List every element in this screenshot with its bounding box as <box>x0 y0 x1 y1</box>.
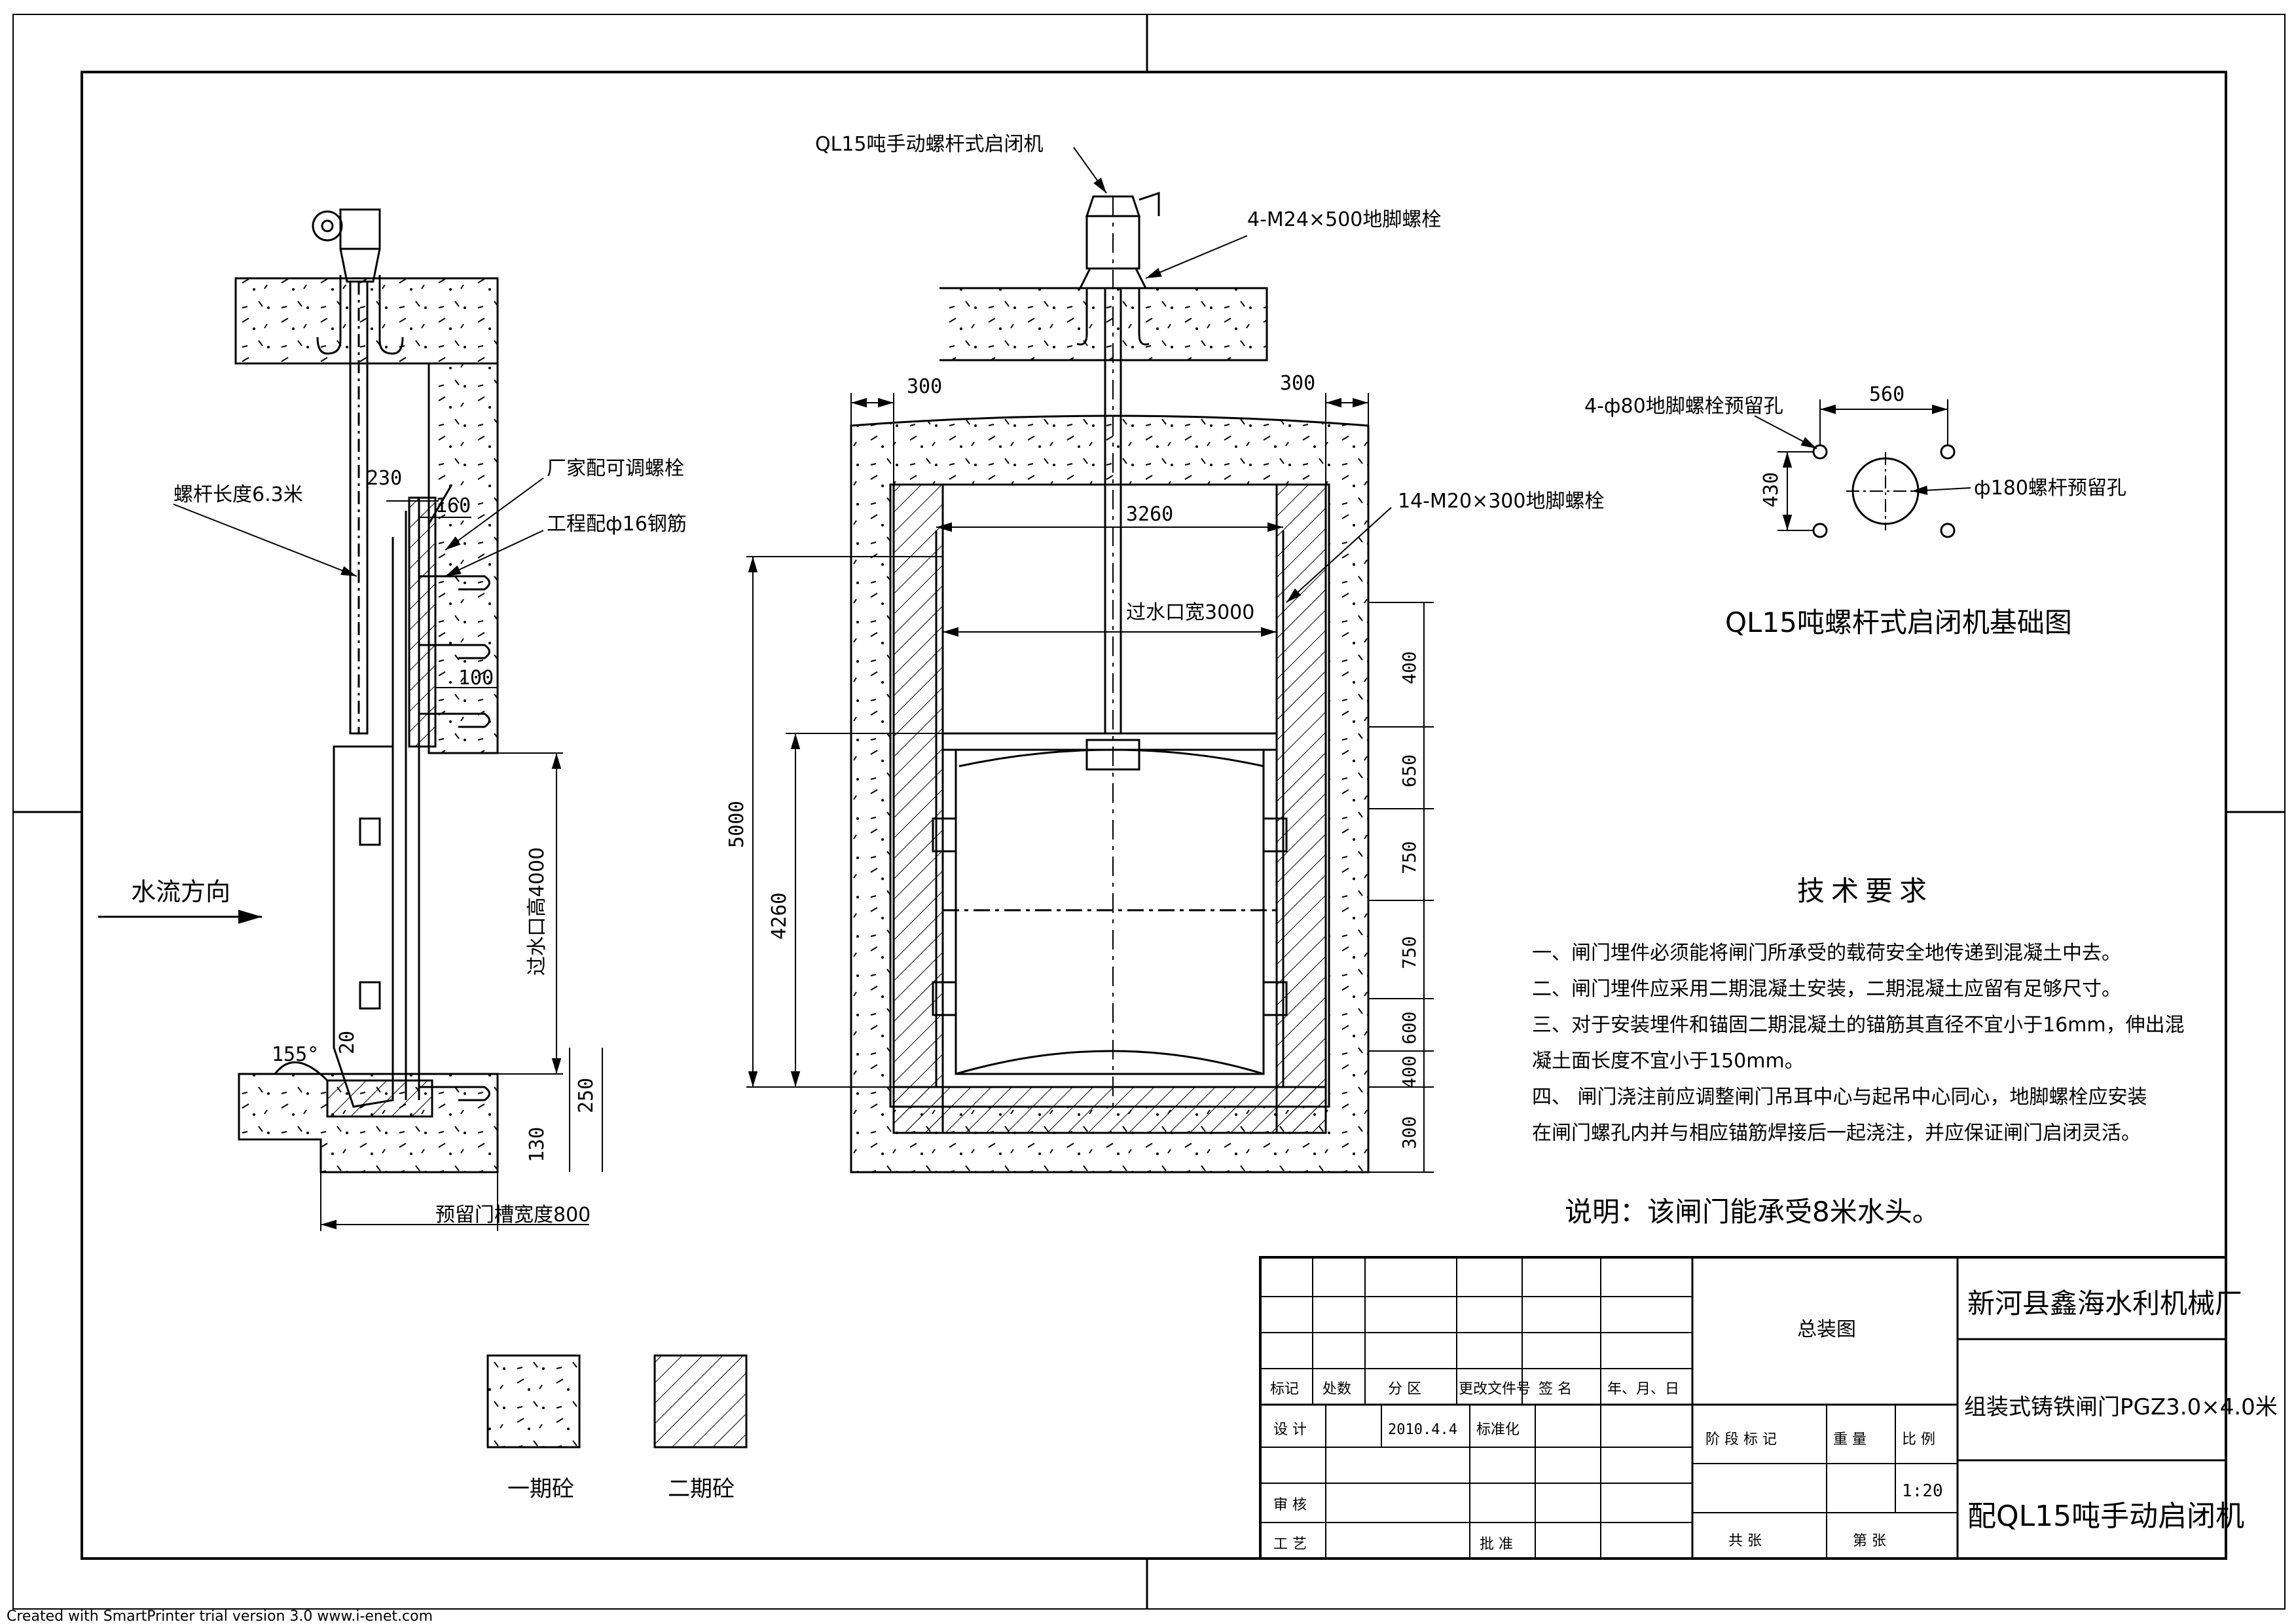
left-section-view <box>234 208 499 1173</box>
design-label: 设 计 <box>1273 1422 1307 1438</box>
requirement-line-3: 三、对于安装埋件和锚固二期混凝土的锚筋其直径不宜小于16mm，伸出混 <box>1532 1014 2185 1037</box>
groove-width-label: 预留门槽宽度800 <box>435 1204 591 1227</box>
hole-180-label: ф180螺杆预留孔 <box>1974 477 2126 500</box>
right-dim-label: 750 <box>1398 841 1420 874</box>
dim-5000: 5000 <box>725 801 748 848</box>
dim-160: 160 <box>435 494 471 517</box>
foundation-title: QL15吨螺杆式启闭机基础图 <box>1725 606 2072 638</box>
dim-100: 100 <box>458 667 494 690</box>
dim-130: 130 <box>526 1127 549 1162</box>
rev-header-date: 年、月、日 <box>1607 1381 1679 1397</box>
right-dim-label: 400 <box>1398 651 1420 684</box>
front-dimensions <box>746 147 1434 1173</box>
title-block <box>1259 1256 2227 1560</box>
drawing-name: 总装图 <box>1797 1318 1856 1341</box>
scale-value: 1:20 <box>1902 1481 1943 1501</box>
design-date: 2010.4.4 <box>1388 1422 1457 1438</box>
front-labels: QL15吨手动螺杆式启闭机 4-M24×500地脚螺栓 300 300 14-M… <box>725 133 1604 1149</box>
requirement-line-2: 二、闸门埋件应采用二期混凝土安装，二期混凝土应留有足够尺寸。 <box>1532 978 2121 1001</box>
foundation-labels: 4-ф80地脚螺栓预留孔 560 430 ф180螺杆预留孔 QL15吨螺杆式启… <box>1584 383 2126 638</box>
holes-80-label: 4-ф80地脚螺栓预留孔 <box>1584 395 1783 418</box>
dim-20: 20 <box>336 1031 359 1054</box>
sheet-number-label: 第 张 <box>1853 1533 1886 1549</box>
dim-3260: 3260 <box>1126 503 1173 526</box>
product-line-2: 配QL15吨手动启闭机 <box>1967 1500 2244 1533</box>
requirement-line-4: 凝土面长度不宜小于150mm。 <box>1532 1050 1804 1073</box>
rev-header-doc: 更改文件号 <box>1459 1381 1531 1397</box>
screw-length-label: 螺杆长度6.3米 <box>173 483 303 506</box>
hoist-label: QL15吨手动螺杆式启闭机 <box>815 133 1044 156</box>
anchor-bolt-m20-label: 14-M20×300地脚螺栓 <box>1398 490 1604 513</box>
right-dimension-stack: 400 650 750 750 600 400 300 <box>1398 651 1420 1149</box>
right-dim-label: 600 <box>1398 1011 1420 1044</box>
requirement-line-5: 四、 闸门浇注前应调整闸门吊耳中心与起吊中心同心，地脚螺栓应安装 <box>1532 1086 2147 1109</box>
foundation-dimensions <box>1754 399 1971 531</box>
sheet-frame <box>12 14 2286 1610</box>
stage-mark-label: 阶 段 标 记 <box>1705 1431 1777 1448</box>
stage1-swatch <box>486 1354 581 1449</box>
right-dim-label: 300 <box>1398 1116 1420 1149</box>
left-labels: 螺杆长度6.3米 230 160 厂家配可调螺栓 工程配ф16钢筋 100 水流… <box>131 457 687 1227</box>
rev-header-sign: 签 名 <box>1539 1381 1572 1397</box>
rev-header-mark: 标记 <box>1270 1381 1299 1397</box>
flow-direction-label: 水流方向 <box>131 877 230 906</box>
requirements-heading: 技术要求 <box>1797 875 1933 907</box>
right-dim-label: 400 <box>1398 1056 1420 1089</box>
rev-header-zone: 分 区 <box>1388 1381 1421 1397</box>
legend <box>486 1354 748 1449</box>
title-block-text: 总装图 新河县鑫海水利机械厂 组装式铸铁闸门PGZ3.0×4.0米 配QL15吨… <box>1270 1287 2278 1553</box>
dim-560: 560 <box>1869 383 1904 406</box>
requirement-line-1: 一、闸门埋件必须能将闸门所承受的载荷安全地传递到混凝土中去。 <box>1532 942 2121 965</box>
dim-230: 230 <box>367 467 402 490</box>
dim-4260: 4260 <box>768 893 791 940</box>
load-note: 说明：该闸门能承受8米水头。 <box>1565 1196 1940 1228</box>
left-dimensions <box>98 477 603 1231</box>
angle-label: 155° <box>272 1043 319 1066</box>
stage1-label: 一期砼 <box>507 1476 574 1502</box>
review-label: 审 核 <box>1273 1497 1307 1513</box>
stage2-label: 二期砼 <box>668 1476 735 1502</box>
dim-250: 250 <box>575 1078 598 1113</box>
dim-300-left: 300 <box>907 375 942 398</box>
anchor-bolt-m24-label: 4-M24×500地脚螺栓 <box>1247 208 1441 231</box>
footer-text: Created with SmartPrinter trial version … <box>7 1608 433 1624</box>
process-label: 工 艺 <box>1273 1536 1307 1553</box>
right-dim-label: 650 <box>1398 754 1420 788</box>
dim-430: 430 <box>1760 472 1783 507</box>
stage2-swatch <box>653 1354 748 1449</box>
opening-width-label: 过水口宽3000 <box>1126 601 1254 624</box>
opening-height-label: 过水口高4000 <box>526 847 549 976</box>
maker-bolt-label: 厂家配可调螺栓 <box>547 457 684 480</box>
rebar-label: 工程配ф16钢筋 <box>547 513 687 536</box>
product-line-1: 组装式铸铁闸门PGZ3.0×4.0米 <box>1964 1394 2278 1420</box>
requirement-line-6: 在闸门螺孔内并与相应锚筋焊接后一起浇注，并应保证闸门启闭灵活。 <box>1532 1122 2141 1145</box>
standardize-label: 标准化 <box>1476 1422 1520 1438</box>
total-sheets-label: 共 张 <box>1728 1533 1762 1549</box>
technical-requirements: 技术要求 一、闸门埋件必须能将闸门所承受的载荷安全地传递到混凝土中去。 二、闸门… <box>1532 875 2185 1228</box>
front-view <box>850 191 1370 1173</box>
weight-label: 重 量 <box>1833 1431 1867 1448</box>
dim-300-right: 300 <box>1280 372 1315 395</box>
company-name: 新河县鑫海水利机械厂 <box>1967 1287 2242 1320</box>
approve-label: 批 准 <box>1480 1536 1513 1553</box>
right-dim-label: 750 <box>1398 936 1420 969</box>
foundation-plan <box>1812 444 1956 538</box>
scale-label: 比 例 <box>1902 1431 1935 1448</box>
rev-header-count: 处数 <box>1322 1381 1351 1397</box>
